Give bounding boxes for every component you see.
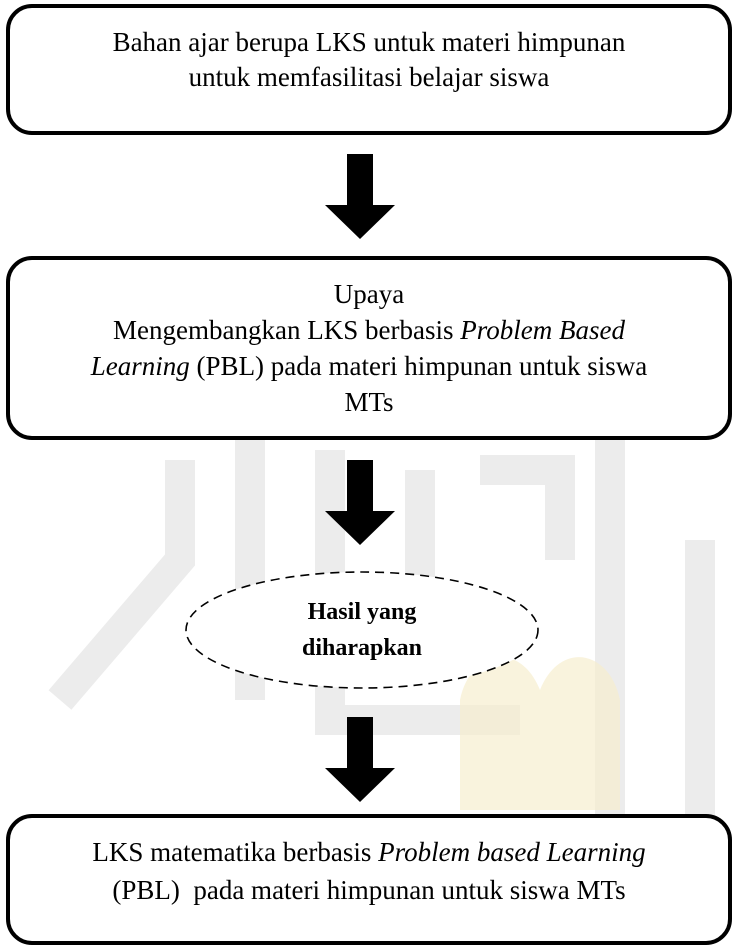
box-effort-line-1: Upaya bbox=[333, 279, 405, 309]
down-arrow-icon bbox=[325, 717, 395, 802]
expected-result-line-2: diharapkan bbox=[301, 635, 423, 661]
expected-result-line-1: Hasil yang bbox=[307, 599, 417, 625]
down-arrow-icon bbox=[325, 460, 395, 545]
box-effort-text: Upaya Mengembangkan LKS berbasis Problem… bbox=[73, 276, 665, 420]
box-initial-line-2: untuk memfasilitasi belajar siswa bbox=[188, 61, 550, 92]
box-effort-line-3-italic: Learning bbox=[90, 351, 190, 381]
down-arrow-icon bbox=[325, 154, 395, 239]
box-outcome-line-1: LKS matematika berbasis bbox=[92, 836, 379, 867]
box-initial-line-1: Bahan ajar berupa LKS untuk materi himpu… bbox=[112, 26, 626, 57]
box-effort-line-4: MTs bbox=[344, 387, 394, 417]
box-effort-line-2-italic: Problem Based bbox=[460, 315, 625, 345]
box-effort-line-2: Mengembangkan LKS berbasis bbox=[113, 315, 461, 345]
box-outcome-line-1-italic: Problem based Learning bbox=[378, 836, 646, 867]
box-effort-line-3: (PBL) pada materi himpunan untuk siswa bbox=[189, 351, 648, 381]
box-outcome-text: LKS matematika berbasis Problem based Le… bbox=[74, 833, 663, 927]
flow-box-initial: Bahan ajar berupa LKS untuk materi himpu… bbox=[6, 4, 732, 135]
expected-result-ellipse bbox=[185, 571, 539, 689]
box-outcome-line-2: (PBL) pada materi himpunan untuk siswa M… bbox=[112, 874, 626, 905]
box-initial-text: Bahan ajar berupa LKS untuk materi himpu… bbox=[95, 25, 644, 115]
flow-box-outcome: LKS matematika berbasis Problem based Le… bbox=[6, 814, 732, 945]
flow-box-effort: Upaya Mengembangkan LKS berbasis Problem… bbox=[6, 256, 732, 440]
expected-result-label: Hasil yang diharapkan bbox=[183, 569, 541, 691]
